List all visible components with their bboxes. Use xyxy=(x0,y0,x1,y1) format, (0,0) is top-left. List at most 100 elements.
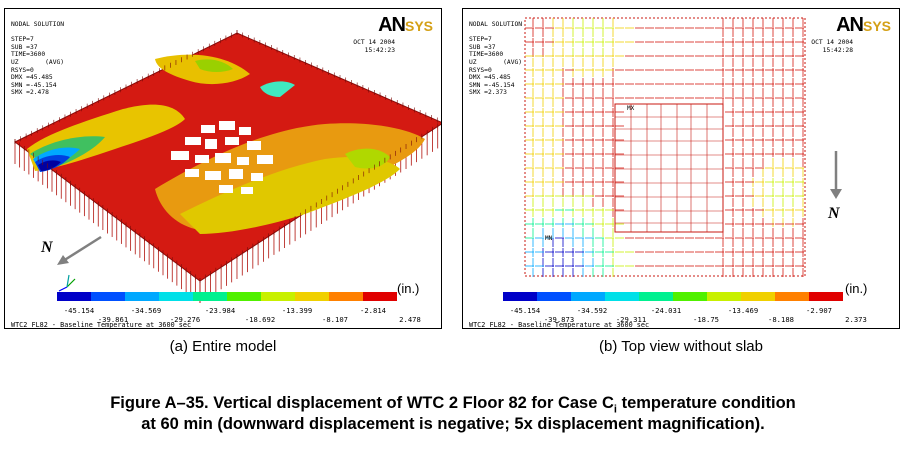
unit-label: (in.) xyxy=(397,281,420,296)
north-arrowhead xyxy=(57,255,69,265)
legend-tick: -29.311 xyxy=(615,315,647,324)
core-opening xyxy=(205,171,221,180)
north-label: N xyxy=(828,205,840,222)
legend-tick: -2.907 xyxy=(806,306,832,315)
legend-tick: -39.873 xyxy=(543,315,575,324)
top-view-plot xyxy=(524,17,842,277)
core-opening xyxy=(251,173,263,181)
core-opening xyxy=(171,151,189,160)
legend-swatch xyxy=(329,292,363,301)
framing-grid xyxy=(525,18,804,277)
contour-green-north xyxy=(195,59,233,72)
legend-swatch xyxy=(295,292,329,301)
caption-top-view: (b) Top view without slab xyxy=(599,338,763,355)
core-opening xyxy=(225,137,239,145)
legend-tick: -45.154 xyxy=(509,306,541,315)
legend-swatch xyxy=(571,292,605,301)
legend-tick: -8.107 xyxy=(322,315,348,324)
legend-tick: -18.692 xyxy=(244,315,276,324)
core-opening xyxy=(195,155,209,163)
legend-swatch xyxy=(605,292,639,301)
plot-footer: WTC2 FL82 - Baseline Temperature at 3600… xyxy=(469,321,650,329)
core-opening xyxy=(247,141,261,150)
legend-swatch xyxy=(639,292,673,301)
legend-swatch xyxy=(91,292,125,301)
color-legend-bar xyxy=(503,292,843,301)
legend-ticks-bottom: -39.861 -29.276 -18.692 -8.107 2.478 xyxy=(35,315,425,324)
legend-tick: -8.188 xyxy=(768,315,794,324)
contour-green-east xyxy=(345,148,390,169)
legend-tick: -18.75 xyxy=(693,315,719,324)
color-legend-bar xyxy=(57,292,397,301)
core-opening xyxy=(215,153,231,163)
legend-tick: -29.276 xyxy=(169,315,201,324)
legend-swatch xyxy=(537,292,571,301)
legend-swatch xyxy=(227,292,261,301)
legend-swatch xyxy=(261,292,295,301)
legend-tick: -13.469 xyxy=(727,306,759,315)
core-openings xyxy=(171,121,273,194)
legend-swatch xyxy=(57,292,91,301)
legend-swatch xyxy=(363,292,397,301)
legend-ticks-bottom: -39.873 -29.311 -18.75 -8.188 2.373 xyxy=(481,315,871,324)
legend-swatch xyxy=(159,292,193,301)
figure-caption-line-1: Figure A–35. Vertical displacement of WT… xyxy=(110,394,796,416)
legend-ticks-top: -45.154 -34.592 -24.031 -13.469 -2.907 xyxy=(481,306,871,315)
floor-outline xyxy=(524,17,806,277)
north-label: N xyxy=(41,239,53,256)
ansys-logo: ANSYS xyxy=(836,14,891,36)
core-opening xyxy=(241,187,253,194)
legend-ticks-top: -45.154 -34.569 -23.984 -13.399 -2.814 xyxy=(35,306,425,315)
plot-footer: WTC2 FL82 - Baseline Temperature at 3600… xyxy=(11,321,192,329)
legend-tick: -2.814 xyxy=(360,306,386,315)
legend-tick: -23.984 xyxy=(204,306,236,315)
core-opening xyxy=(219,185,233,193)
core-opening xyxy=(205,139,217,149)
ansys-logo: ANSYS xyxy=(378,14,433,36)
contour-cyan-north xyxy=(260,81,295,97)
core-framing xyxy=(615,104,723,232)
legend-tick: -45.154 xyxy=(63,306,95,315)
core-opening xyxy=(185,137,201,145)
legend-tick: 2.373 xyxy=(845,315,867,324)
legend-tick: -34.569 xyxy=(130,306,162,315)
legend-swatch xyxy=(193,292,227,301)
caption-entire-model: (a) Entire model xyxy=(169,338,277,355)
core-opening xyxy=(185,169,199,177)
figure-caption-line-2: at 60 min (downward displacement is nega… xyxy=(141,415,765,433)
legend-tick: -39.861 xyxy=(97,315,129,324)
core-outline xyxy=(614,103,724,233)
min-marker: MN xyxy=(545,235,553,242)
legend-swatch xyxy=(741,292,775,301)
core-opening xyxy=(237,157,249,165)
core-opening xyxy=(219,121,235,130)
legend-tick: 2.478 xyxy=(399,315,421,324)
legend-swatch xyxy=(809,292,843,301)
legend-swatch xyxy=(673,292,707,301)
legend-tick: -34.592 xyxy=(576,306,608,315)
legend-tick: -13.399 xyxy=(281,306,313,315)
core-opening xyxy=(257,155,273,164)
core-opening xyxy=(229,169,243,179)
legend-tick: -24.031 xyxy=(650,306,682,315)
max-marker: MX xyxy=(627,105,635,112)
north-arrowhead xyxy=(830,189,842,199)
core-opening xyxy=(239,127,251,135)
contour-navy-west xyxy=(38,160,61,171)
legend-swatch xyxy=(707,292,741,301)
legend-swatch xyxy=(775,292,809,301)
contour-yellow-band xyxy=(180,157,400,234)
entire-model-plot xyxy=(14,30,441,303)
legend-swatch xyxy=(503,292,537,301)
coordinate-triad-icon xyxy=(58,274,76,292)
north-arrow xyxy=(62,235,102,263)
core-opening xyxy=(201,125,215,133)
unit-label: (in.) xyxy=(845,281,868,296)
legend-swatch xyxy=(125,292,159,301)
